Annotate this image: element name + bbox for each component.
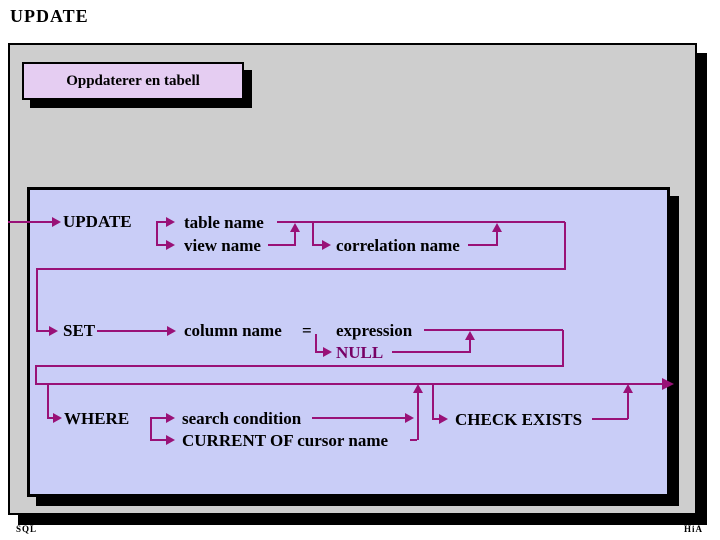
syntax-diagram-panel bbox=[27, 187, 670, 497]
label-search-condition: search condition bbox=[182, 409, 302, 428]
label-set-keyword: SET bbox=[63, 321, 96, 340]
label-check-exists: CHECK EXISTS bbox=[455, 410, 583, 429]
label-null-keyword: NULL bbox=[336, 343, 384, 362]
callout-text: Oppdaterer en tabell bbox=[66, 72, 200, 89]
label-column-name: column name bbox=[184, 321, 282, 340]
label-current-of-cursor: CURRENT OF cursor name bbox=[182, 431, 389, 450]
callout-box: Oppdaterer en tabell bbox=[22, 62, 244, 100]
label-view-name: view name bbox=[184, 236, 261, 255]
label-correlation-name: correlation name bbox=[336, 236, 460, 255]
footer-right-hia: HiA bbox=[683, 524, 703, 534]
label-where-keyword: WHERE bbox=[64, 409, 130, 428]
footer-left-sql: SQL bbox=[16, 524, 38, 534]
label-table-name: table name bbox=[184, 213, 264, 232]
label-expression: expression bbox=[336, 321, 413, 340]
label-equals-sign: = bbox=[302, 321, 312, 340]
page-title: UPDATE bbox=[10, 6, 89, 26]
label-update-keyword: UPDATE bbox=[63, 212, 132, 231]
